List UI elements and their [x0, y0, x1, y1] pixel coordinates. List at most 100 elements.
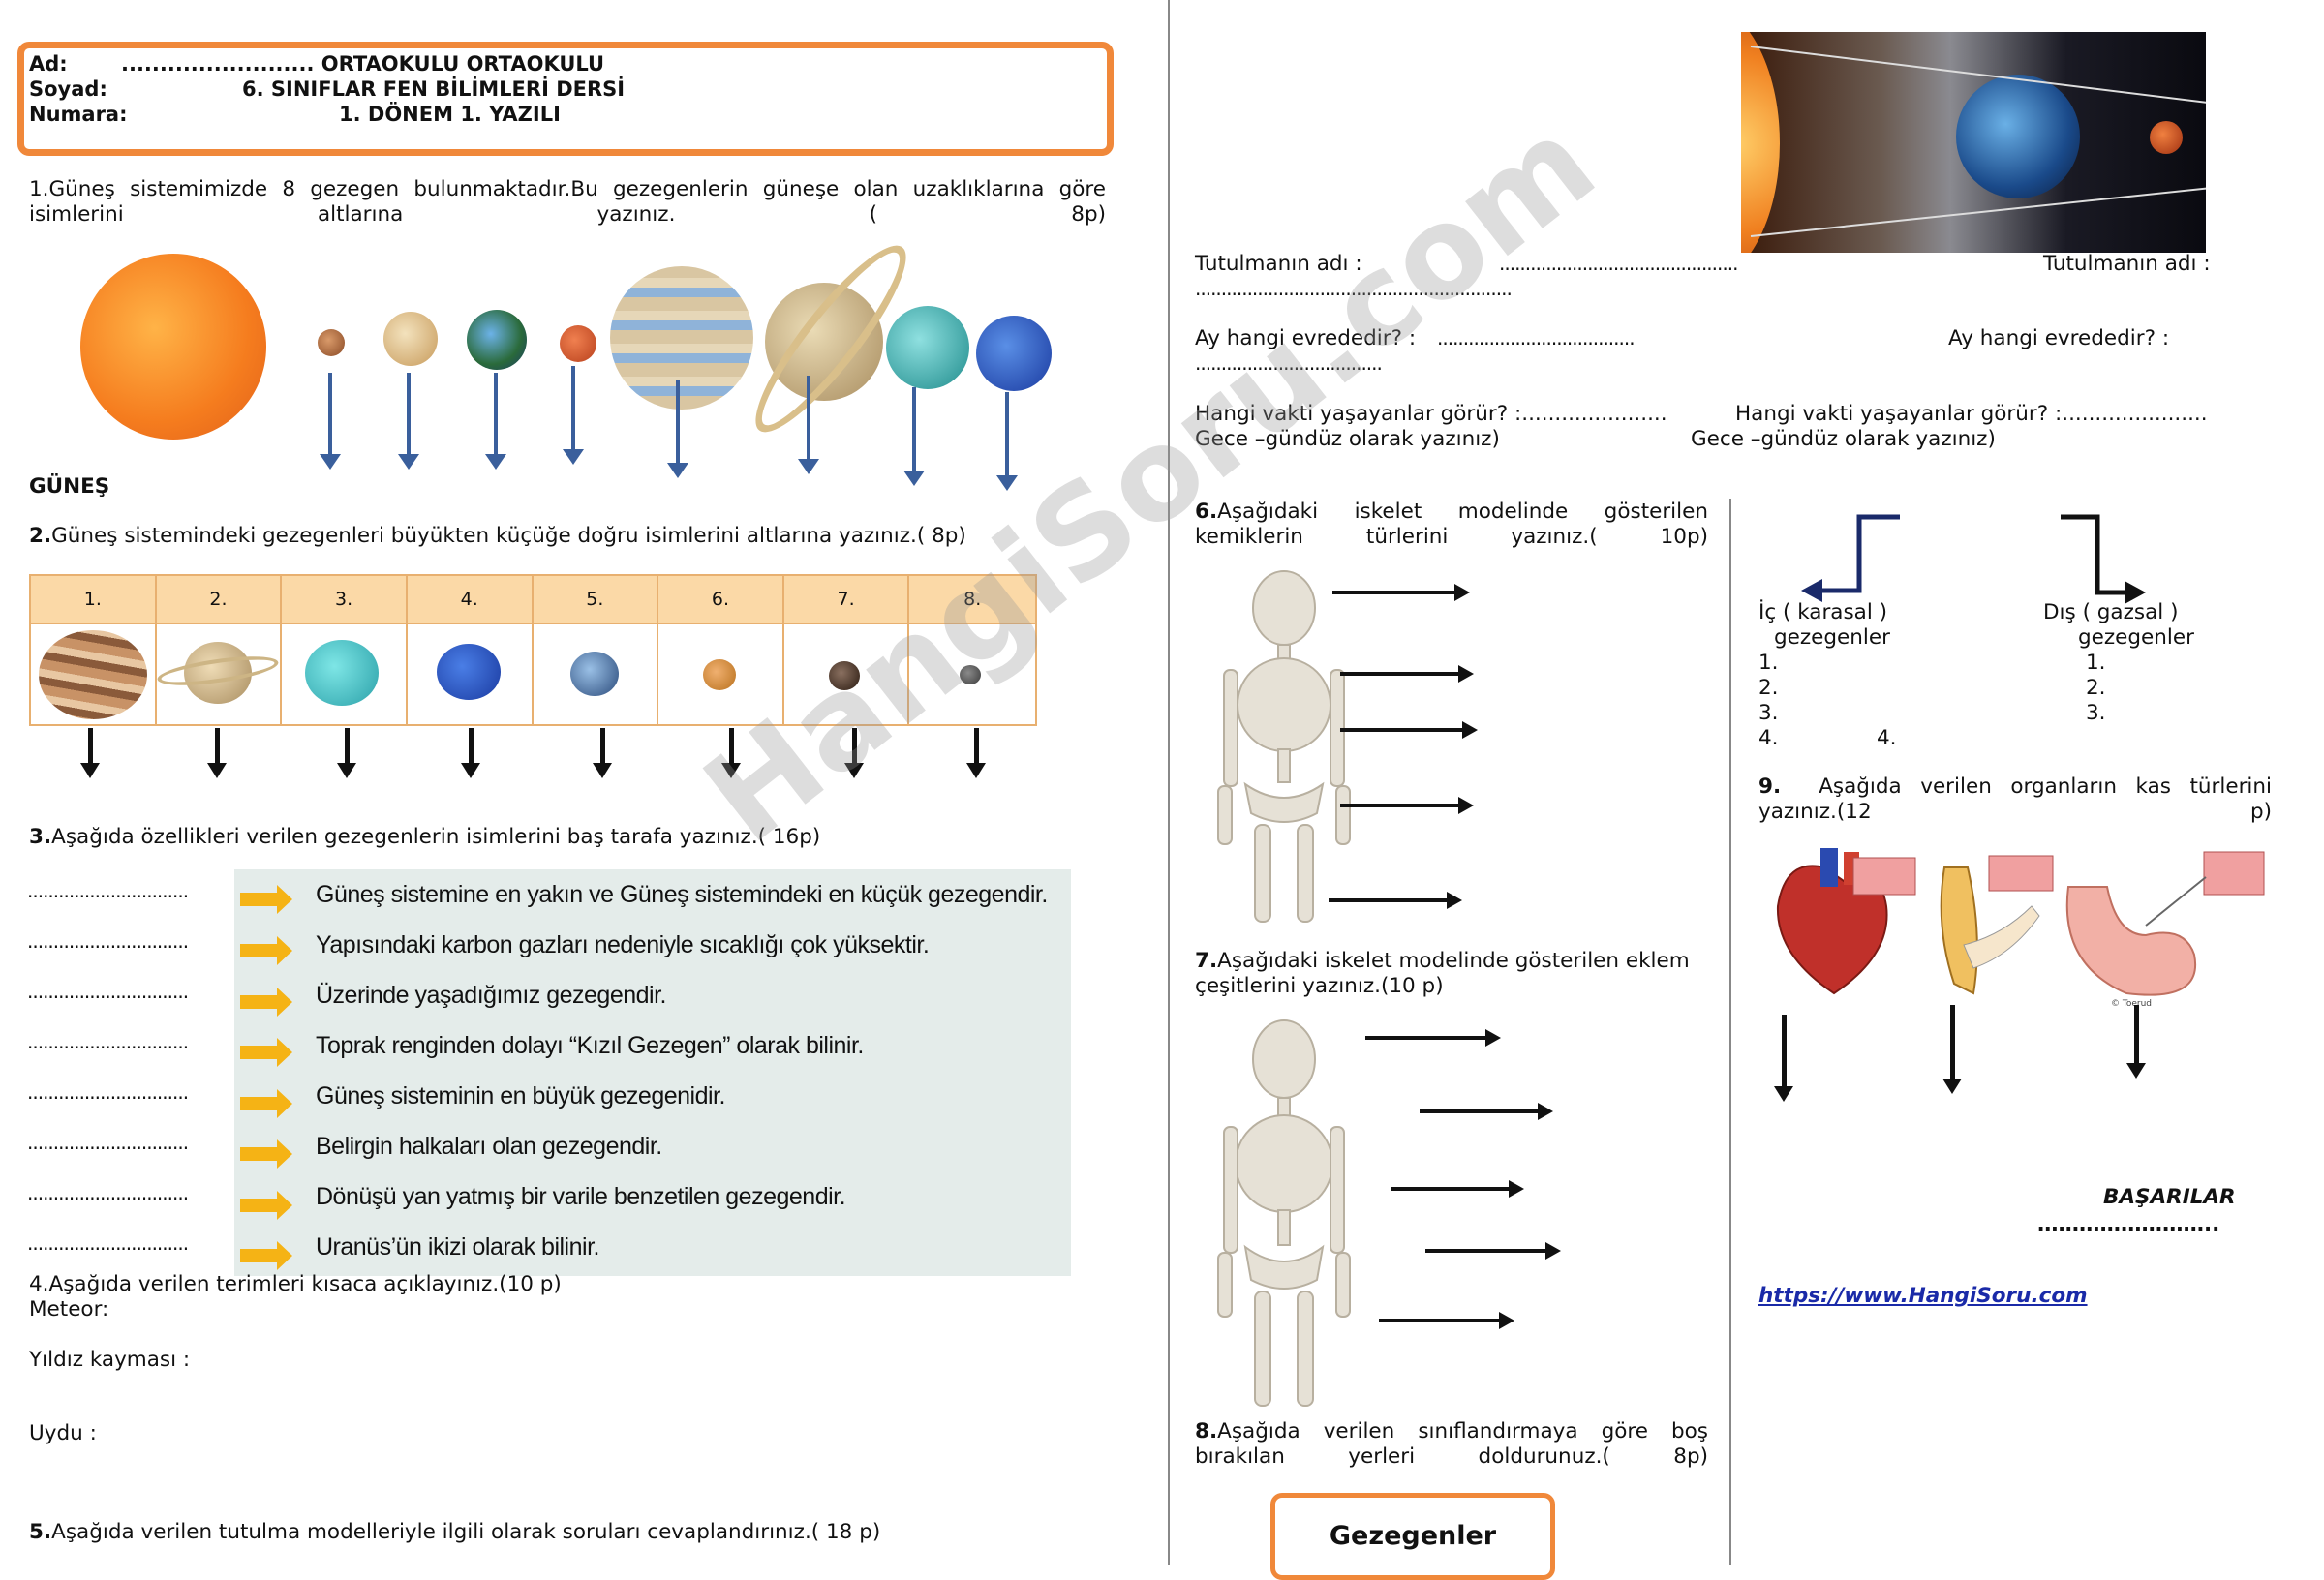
inner-item[interactable]: 1.	[1758, 651, 1779, 675]
branch-arrow-right-icon	[2061, 514, 2146, 604]
school-name: ......................... ORTAOKULU ORTA…	[121, 52, 605, 76]
answer-blank[interactable]: ...............................	[27, 1030, 189, 1053]
inner-planets-label: gezegenler	[1774, 625, 1890, 650]
q3-item: Üzerinde yaşadığımız gezegendir.	[316, 982, 667, 1009]
saturn-image	[765, 283, 883, 401]
arrow-down-icon	[667, 380, 688, 478]
q8-text: 8.Aşağıda verilen sınıflandırmaya göre b…	[1195, 1419, 1708, 1469]
answer-blank[interactable]: ...............................	[27, 1080, 189, 1104]
answer-blank[interactable]: ...............................	[27, 980, 189, 1003]
arrow-down-icon	[2126, 1005, 2146, 1079]
arrow-down-icon	[593, 728, 612, 778]
arrow-down-icon	[207, 728, 227, 778]
q4-text: 4.Aşağıda verilen terimleri kısaca açıkl…	[29, 1272, 562, 1296]
arrow-right-icon	[1425, 1242, 1561, 1260]
arrow-right-icon	[240, 1191, 292, 1220]
arrow-down-icon	[485, 373, 506, 470]
answer-blank[interactable]: ....................................	[1195, 351, 1383, 375]
column-divider	[1168, 0, 1170, 1565]
arrow-right-icon	[1340, 721, 1478, 739]
website-link[interactable]: https://www.HangiSoru.com	[1758, 1284, 2088, 1308]
number-label: Numara:	[29, 103, 128, 126]
skeleton-image	[1217, 570, 1351, 923]
q3-item: Uranüs’ün ikizi olarak bilinir.	[316, 1233, 599, 1261]
inner-item[interactable]: 3.	[1758, 701, 1779, 725]
arrow-right-icon	[1379, 1312, 1514, 1329]
answer-blank[interactable]: ...............................	[27, 1181, 189, 1204]
arrow-down-icon	[337, 728, 356, 778]
observer-label: Hangi vakti yaşayanlar görür? :.........…	[1735, 402, 2208, 426]
arrow-down-icon	[461, 728, 480, 778]
arrow-right-icon	[1420, 1103, 1553, 1120]
arrow-right-icon	[240, 1139, 292, 1169]
arrow-right-icon	[1340, 665, 1474, 683]
answer-blank[interactable]: ........................................…	[1499, 252, 1738, 275]
term-label: Meteor:	[29, 1297, 109, 1322]
eclipse-image	[1741, 32, 2206, 253]
arrow-down-icon	[844, 728, 864, 778]
arrow-down-icon	[563, 366, 584, 465]
table-cell	[658, 624, 784, 724]
outer-item[interactable]: 2.	[2086, 676, 2106, 700]
arrow-down-icon	[320, 373, 341, 470]
inner-divider	[1729, 499, 1731, 1565]
q3-item: Yapısındaki karbon gazları nedeniyle sıc…	[316, 931, 930, 958]
table-header-cell: 6.	[658, 576, 784, 624]
sun-label: GÜNEŞ	[29, 474, 110, 499]
mercury-image	[318, 329, 345, 356]
inner-item[interactable]: 2.	[1758, 676, 1779, 700]
mars-image	[560, 325, 596, 362]
table-header-cell: 8.	[909, 576, 1035, 624]
arrow-down-icon	[903, 387, 925, 486]
branch-arrow-left-icon	[1801, 514, 1900, 602]
outer-item[interactable]: 1.	[2086, 651, 2106, 675]
moon-phase-label: Ay hangi evrededir? :	[1948, 326, 2170, 350]
q3-item: Belirgin halkaları olan gezegendir.	[316, 1133, 662, 1160]
answer-blank[interactable]: ...............................	[27, 879, 189, 902]
q3-panel	[234, 869, 1071, 1276]
arm-muscle-image	[1940, 855, 2054, 995]
arrow-right-icon	[240, 1241, 292, 1270]
answer-blank[interactable]: ......................................	[1437, 326, 1636, 349]
arrow-right-icon	[240, 1038, 292, 1067]
outer-planets-label: Dış ( gazsal )	[2043, 600, 2179, 624]
q3-item: Dönüşü yan yatmış bir varile benzetilen …	[316, 1183, 846, 1210]
arrow-right-icon	[240, 885, 292, 914]
table-cell	[408, 624, 534, 724]
eclipse-name-label: Tutulmanın adı :	[1195, 252, 1362, 276]
table-header-cell: 2.	[156, 576, 283, 624]
arrow-down-icon	[1942, 1005, 1962, 1094]
answer-blank[interactable]: ........................................…	[1195, 277, 1513, 300]
term-label: Uydu :	[29, 1421, 97, 1445]
uranus-image	[886, 306, 969, 389]
q3-item: Güneş sisteminin en büyük gezegenidir.	[316, 1082, 725, 1109]
arrow-right-icon	[240, 1089, 292, 1118]
heart-image	[1776, 848, 1916, 995]
table-cell	[282, 624, 408, 724]
table-cell	[155, 624, 283, 724]
table-header-cell: 4.	[407, 576, 534, 624]
arrow-down-icon	[80, 728, 100, 778]
answer-blank[interactable]: ...............................	[27, 1231, 189, 1255]
course-title: 6. SINIFLAR FEN BİLİMLERİ DERSİ	[242, 77, 626, 101]
table-header-cell: 7.	[783, 576, 910, 624]
image-credit: © Toerud	[2111, 999, 2152, 1009]
inner-item[interactable]: 4.	[1758, 726, 1779, 750]
observer-hint: Gece –gündüz olarak yazınız)	[1195, 427, 1500, 451]
arrow-down-icon	[798, 376, 819, 474]
table-header-cell: 5.	[533, 576, 659, 624]
term-label: Yıldız kayması :	[29, 1348, 191, 1372]
observer-label: Hangi vakti yaşayanlar görür? :.........…	[1195, 402, 1667, 426]
signature-dots: ……………………..	[2037, 1212, 2220, 1236]
earth-image	[467, 310, 527, 370]
outer-item[interactable]: 4.	[1877, 726, 1897, 750]
table-cell	[909, 624, 1035, 724]
planet-size-table: 1. 2. 3. 4. 5. 6. 7. 8.	[29, 574, 1037, 726]
outer-item[interactable]: 3.	[2086, 701, 2106, 725]
answer-blank[interactable]: ...............................	[27, 1131, 189, 1154]
arrow-down-icon	[996, 392, 1018, 491]
q1-text: 1.Güneş sistemimizde 8 gezegen bulunmakt…	[29, 177, 1106, 227]
exam-title: 1. DÖNEM 1. YAZILI	[339, 103, 561, 126]
answer-blank[interactable]: ...............................	[27, 929, 189, 953]
arrow-down-icon	[398, 373, 419, 470]
